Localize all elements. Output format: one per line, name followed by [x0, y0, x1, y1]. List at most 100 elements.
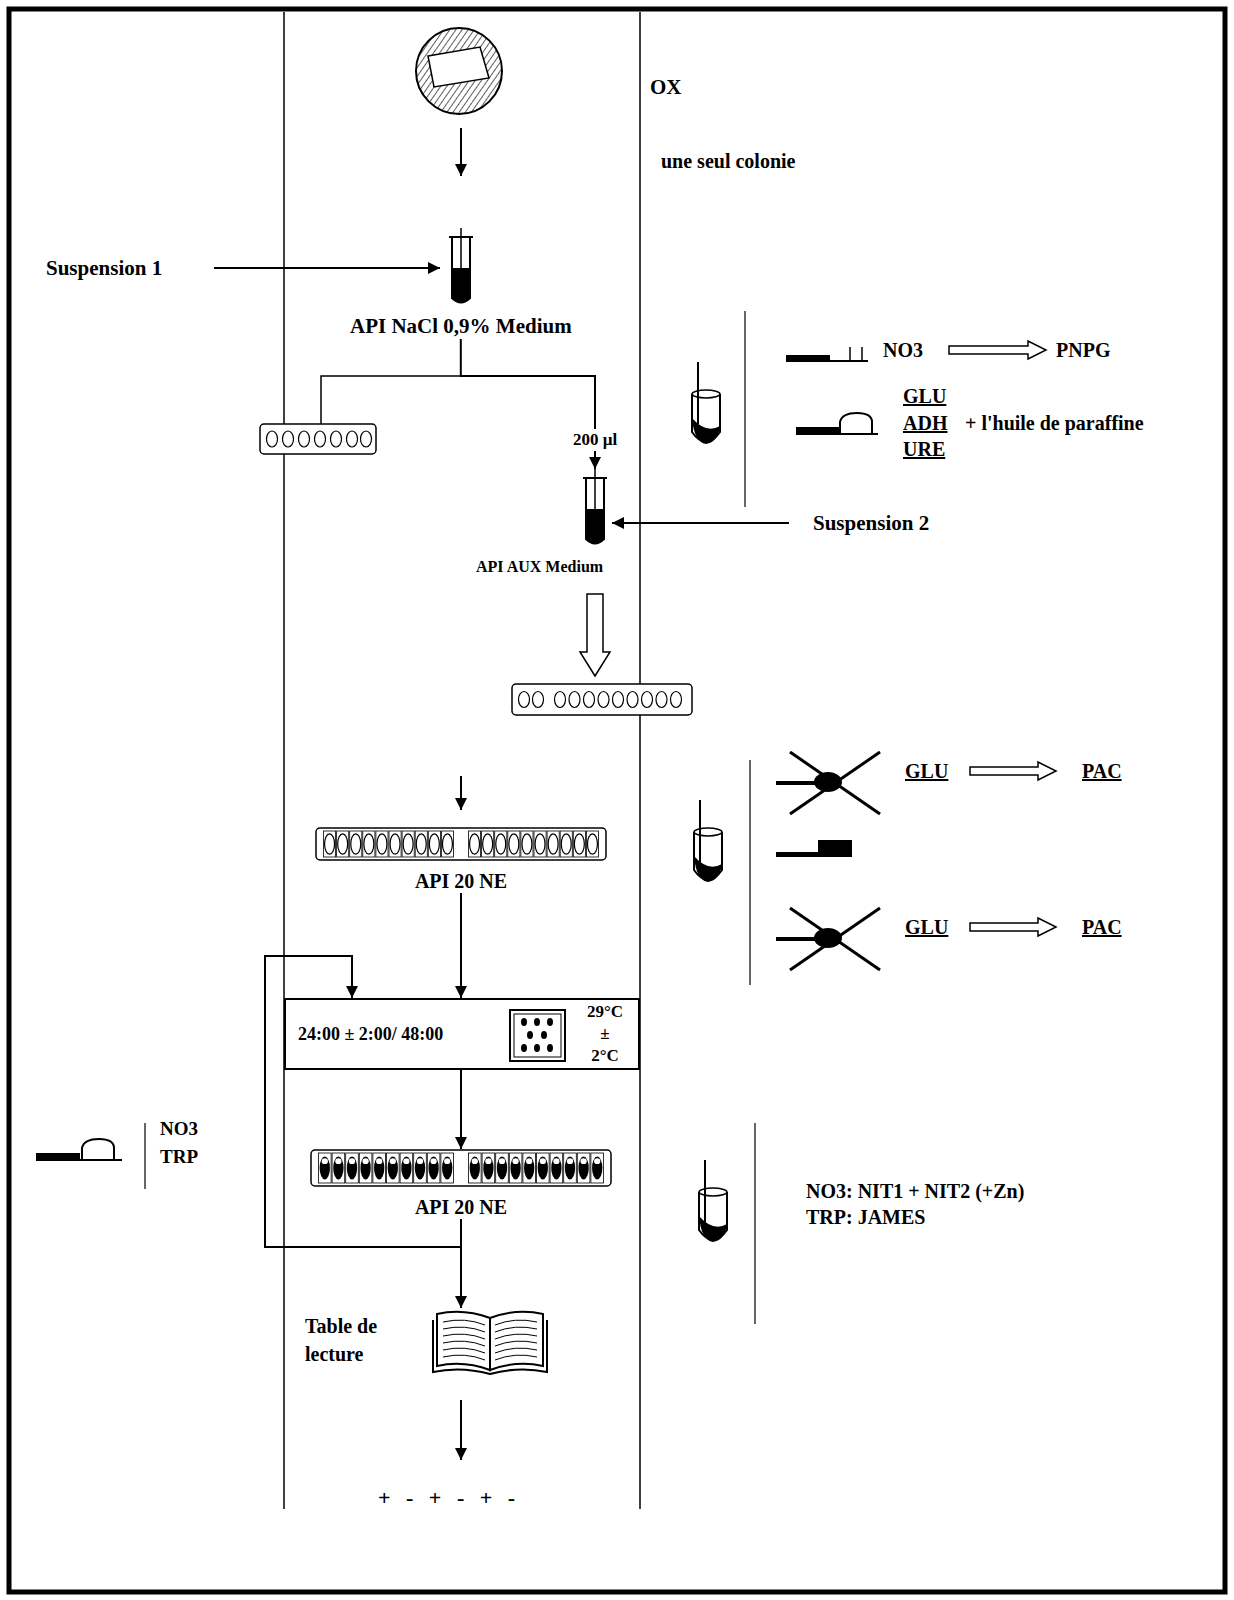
crossed-cupule [790, 752, 880, 814]
api-strip [496, 1153, 509, 1183]
api-strip [580, 1158, 586, 1164]
api-strip [333, 1157, 343, 1180]
tube-icon [699, 1216, 727, 1242]
api-strip [483, 1157, 493, 1180]
api-strip [347, 431, 358, 447]
api-strip [319, 1153, 332, 1183]
incubation-time: 24:00 ± 2:00/ 48:00 [298, 1023, 443, 1045]
incubator-icon [514, 1014, 561, 1057]
api-strip-node: API 20 NE [315, 827, 607, 893]
crossed-cupule [790, 752, 880, 814]
annotation-label: PAC [1082, 915, 1122, 939]
api-strip [360, 1157, 370, 1180]
crossed-cupule [776, 908, 880, 970]
cupule-icon [786, 347, 868, 361]
annotation-label: une seul colonie [661, 149, 795, 173]
api-strip [376, 1158, 382, 1164]
api-strip [315, 431, 326, 447]
api-strip [537, 1153, 550, 1183]
annotation-label: NO3 [883, 338, 923, 362]
tube-icon [697, 362, 699, 424]
api-strip [671, 692, 682, 708]
cupule-icon [796, 413, 878, 434]
cupule-icon [786, 360, 868, 362]
api-strip [390, 834, 400, 854]
api-strip [561, 834, 571, 854]
cupule-icon [796, 427, 840, 434]
api-strip [310, 1149, 612, 1187]
annotation-label: GLU [905, 759, 948, 783]
api-strip [347, 1157, 357, 1180]
book-icon [443, 1355, 485, 1360]
cupule-icon [36, 1153, 80, 1160]
api-strip [472, 1158, 478, 1164]
api-strip [526, 1158, 532, 1164]
api-strip [469, 1153, 482, 1183]
api-strip [428, 831, 440, 857]
crossed-cupule [790, 908, 880, 970]
cupule-icon [796, 433, 878, 435]
annotation-label: TRP: JAMES [806, 1205, 925, 1229]
incubator-icon [534, 1018, 540, 1026]
tube-icon [694, 800, 722, 882]
api-strip [325, 834, 335, 854]
api-strip [359, 1153, 372, 1183]
api-strip [591, 1153, 604, 1183]
annotation-label: TRP [160, 1145, 198, 1168]
api-strip [316, 828, 606, 860]
tube-icon [692, 362, 720, 444]
api-strip [362, 1158, 368, 1164]
api-strip [469, 831, 481, 857]
cupule-icon [861, 347, 863, 361]
api-strip [509, 1153, 522, 1183]
incubation-temperature: 29°C ± 2°C [587, 1001, 623, 1067]
api-strip [315, 827, 607, 861]
api-strip [401, 1157, 411, 1180]
api-strip [524, 1157, 534, 1180]
api-strip [442, 1157, 452, 1180]
api-strip [346, 1153, 359, 1183]
annotation-label: PNPG [1056, 338, 1110, 362]
api-strip [574, 834, 584, 854]
tube-node: API NaCl 0,9% Medium [350, 228, 572, 339]
hollow-arrow [970, 762, 1056, 780]
arrow [214, 267, 440, 269]
tube-icon [699, 1188, 727, 1196]
incubation-band: 24:00 ± 2:00/ 48:00 29°C ± 2°C [284, 998, 640, 1070]
tube-icon [452, 268, 470, 303]
api-strip [415, 831, 427, 857]
api-strip [512, 684, 692, 715]
api-strip [402, 831, 414, 857]
book-icon [431, 1308, 549, 1376]
api-strip [429, 834, 439, 854]
api-strip [540, 1158, 546, 1164]
api-strip [320, 1157, 330, 1180]
incubator-icon [510, 1010, 565, 1061]
annotation-label: Suspension 1 [46, 256, 162, 281]
tube-icon [446, 228, 476, 308]
api-strip [510, 1157, 520, 1180]
api-strip [523, 1153, 536, 1183]
cupule-icon [849, 347, 851, 361]
tube-icon [586, 478, 604, 544]
cupule-icon [82, 1139, 114, 1160]
api-strip [553, 1158, 559, 1164]
separator [754, 1123, 755, 1324]
api-strip [584, 692, 595, 708]
column-line [639, 12, 641, 1509]
book-icon [495, 1348, 537, 1353]
annotation-label: GLU [905, 915, 948, 939]
hollow-arrow [970, 918, 1056, 936]
api-strip [361, 431, 372, 447]
api-strip [390, 1158, 396, 1164]
api-strip [538, 1157, 548, 1180]
book-icon [443, 1348, 485, 1353]
tube-icon [694, 828, 722, 836]
petri-dish [416, 28, 502, 114]
annotation-label: + - + - + - [378, 1485, 515, 1511]
flow-arrow [460, 1070, 462, 1149]
petri-dish [428, 47, 489, 87]
api-strip [573, 831, 585, 857]
